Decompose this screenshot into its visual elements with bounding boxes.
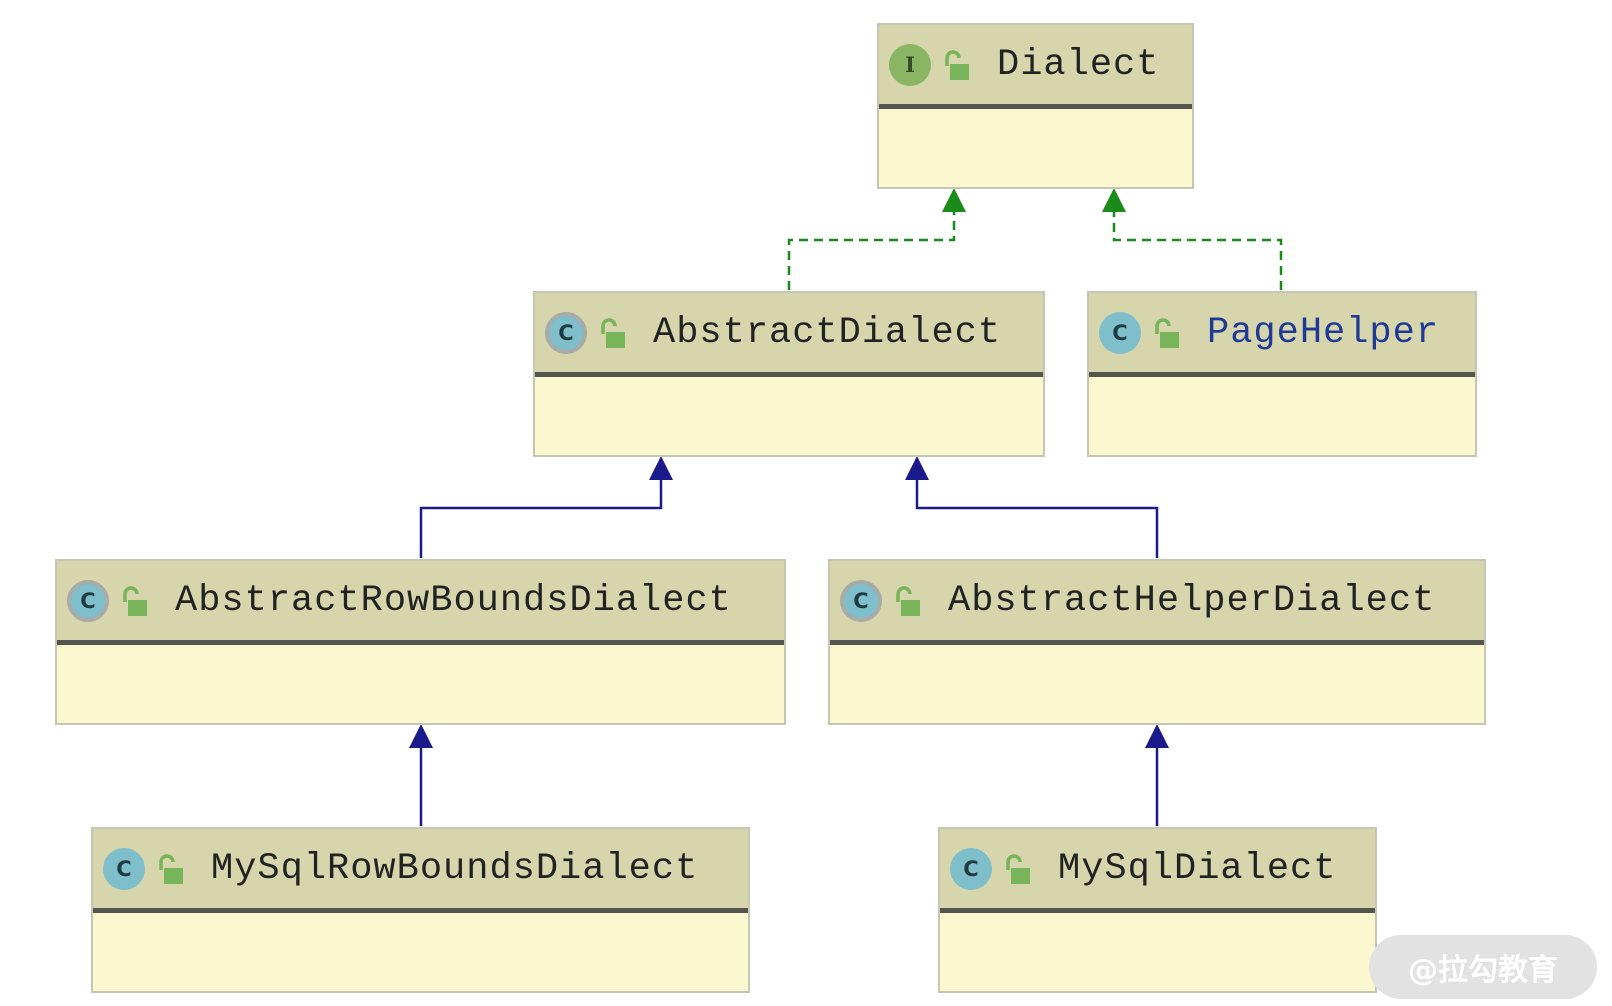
unlocked-padlock-icon bbox=[896, 585, 920, 616]
interface-icon: I bbox=[889, 43, 931, 86]
class-box-abstract-row-bounds-dialect[interactable]: C AbstractRowBoundsDialect bbox=[55, 559, 786, 725]
unlocked-padlock-icon bbox=[945, 49, 969, 80]
watermark: @拉勾教育 bbox=[1369, 935, 1597, 999]
class-icon: C bbox=[1099, 311, 1141, 354]
class-box-mysql-row-bounds-dialect[interactable]: C MySqlRowBoundsDialect bbox=[91, 827, 750, 993]
class-header: C MySqlDialect bbox=[940, 829, 1375, 913]
extends-arrowhead bbox=[905, 456, 929, 480]
class-header: C MySqlRowBoundsDialect bbox=[93, 829, 748, 913]
unlocked-padlock-icon bbox=[1155, 317, 1179, 348]
unlocked-padlock-icon bbox=[123, 585, 147, 616]
class-header: I Dialect bbox=[879, 25, 1192, 109]
class-icon: C bbox=[950, 847, 992, 890]
extends-arrowhead bbox=[1145, 724, 1169, 748]
class-header: C AbstractRowBoundsDialect bbox=[57, 561, 784, 645]
abstract-class-icon: C bbox=[545, 311, 587, 354]
edge-abstractdialect-implements-dialect bbox=[787, 212, 956, 290]
unlocked-padlock-icon bbox=[1006, 853, 1030, 884]
class-icon: C bbox=[103, 847, 145, 890]
class-box-mysql-dialect[interactable]: C MySqlDialect bbox=[938, 827, 1377, 993]
unlocked-padlock-icon bbox=[159, 853, 183, 884]
class-name: MySqlDialect bbox=[1058, 847, 1337, 890]
edge-abstracthelperdialect-extends-abstractdialect bbox=[915, 480, 1159, 558]
class-header: C AbstractHelperDialect bbox=[830, 561, 1484, 645]
unlocked-padlock-icon bbox=[601, 317, 625, 348]
class-name: AbstractDialect bbox=[653, 311, 1002, 354]
class-box-abstract-dialect[interactable]: C AbstractDialect bbox=[533, 291, 1045, 457]
class-name: PageHelper bbox=[1207, 311, 1440, 354]
implements-arrowhead bbox=[942, 188, 966, 212]
extends-arrowhead bbox=[649, 456, 673, 480]
class-box-page-helper[interactable]: C PageHelper bbox=[1087, 291, 1477, 457]
implements-arrowhead bbox=[1102, 188, 1126, 212]
class-box-dialect[interactable]: I Dialect bbox=[877, 23, 1194, 189]
class-name: AbstractRowBoundsDialect bbox=[175, 579, 732, 622]
class-box-abstract-helper-dialect[interactable]: C AbstractHelperDialect bbox=[828, 559, 1486, 725]
class-name: AbstractHelperDialect bbox=[948, 579, 1436, 622]
abstract-class-icon: C bbox=[840, 579, 882, 622]
edge-abstractrowboundsdialect-extends-abstractdialect bbox=[419, 480, 663, 558]
class-header: C AbstractDialect bbox=[535, 293, 1043, 377]
class-name: MySqlRowBoundsDialect bbox=[211, 847, 699, 890]
extends-arrowhead bbox=[409, 724, 433, 748]
class-name: Dialect bbox=[997, 43, 1160, 86]
abstract-class-icon: C bbox=[67, 579, 109, 622]
class-header: C PageHelper bbox=[1089, 293, 1475, 377]
edge-pagehelper-implements-dialect bbox=[1112, 212, 1283, 290]
